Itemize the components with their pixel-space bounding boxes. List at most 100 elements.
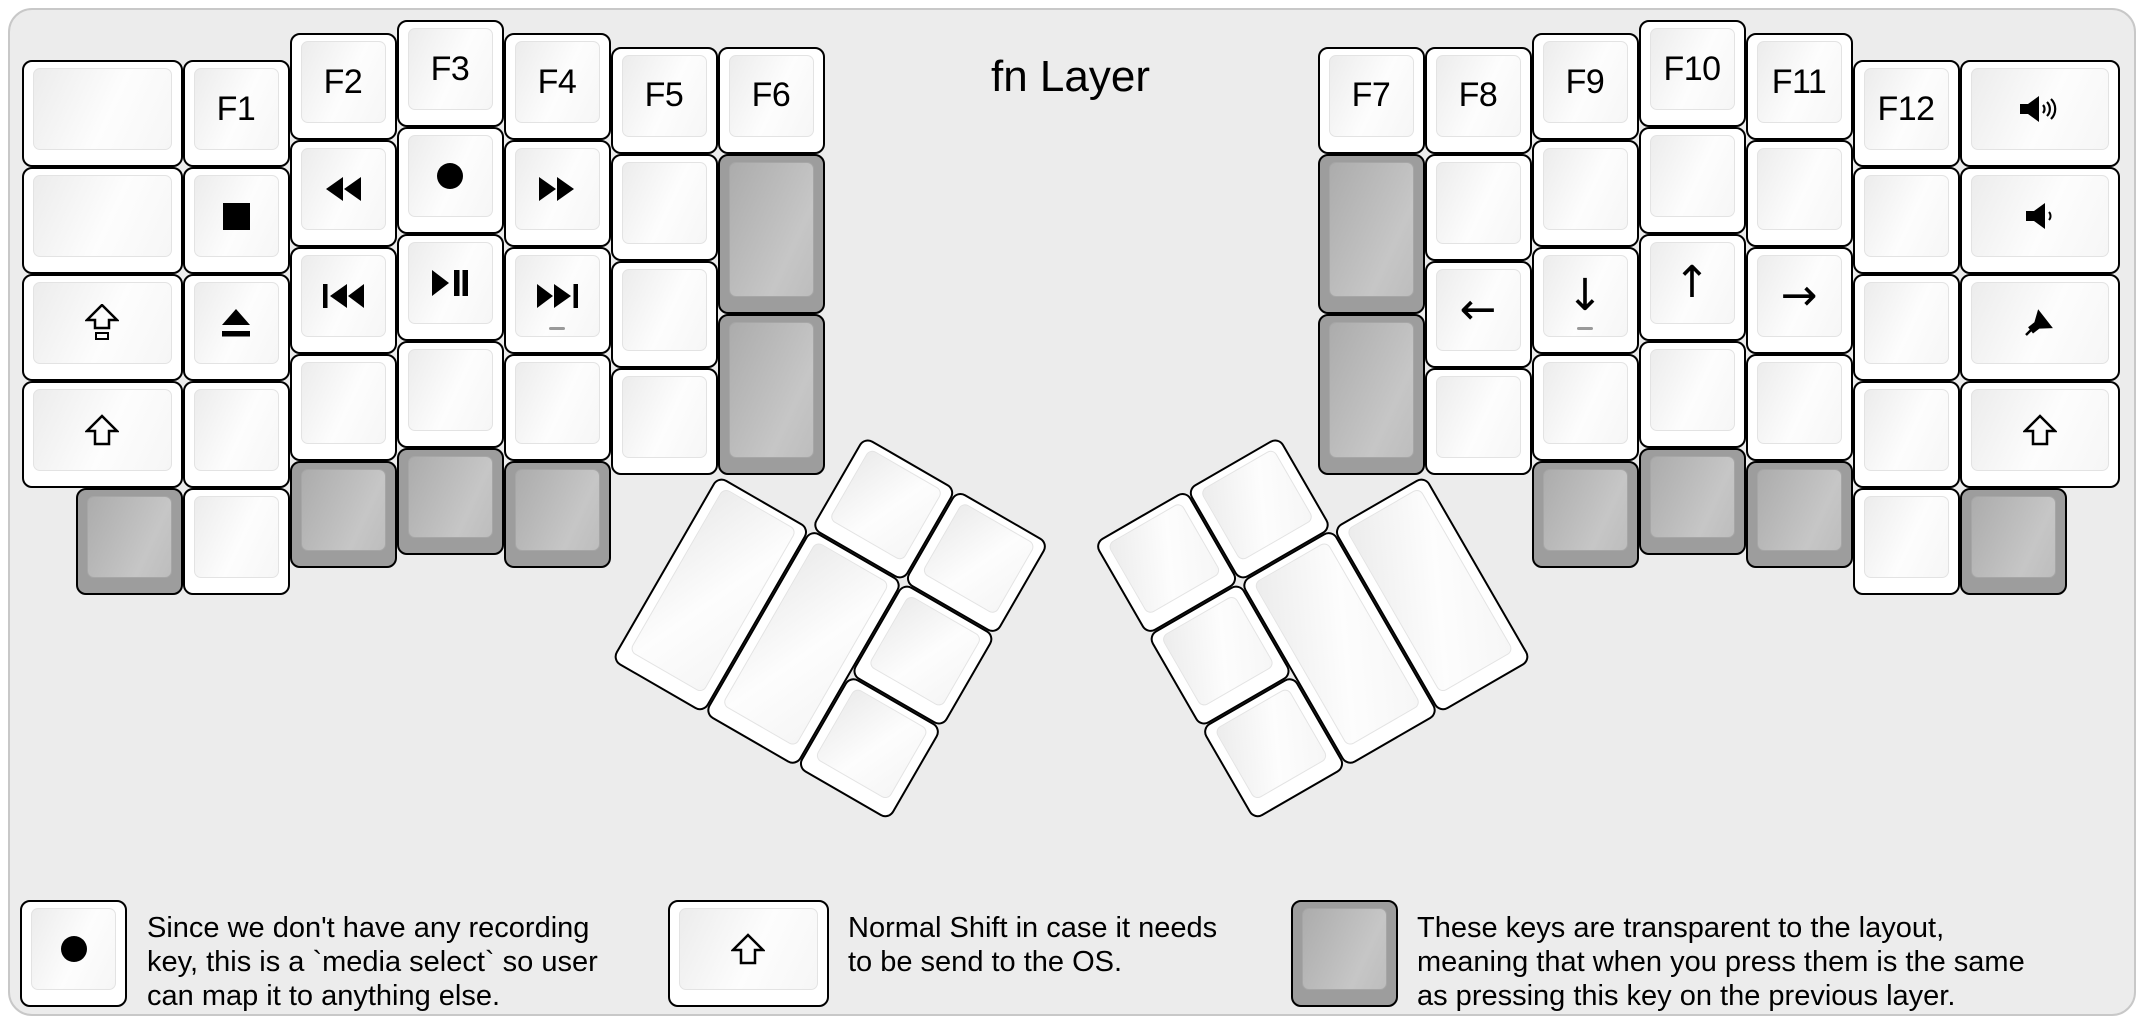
arrow-left-icon: ←: [1459, 283, 1497, 335]
transparent-key-top: [514, 469, 600, 552]
f9-key-top: F9: [1542, 41, 1628, 124]
transparent-key-top: [1649, 456, 1735, 538]
stop-icon: [222, 202, 250, 230]
blank-key: [1424, 153, 1532, 261]
transparent-key: [1745, 461, 1853, 569]
ff-icon: [538, 177, 576, 202]
f1-key-label: F1: [216, 89, 256, 128]
blank-key: [1531, 140, 1639, 248]
arrow-down-icon: ↓: [1566, 270, 1604, 322]
f10-key: F10: [1638, 20, 1746, 127]
f11-key-top: F11: [1756, 41, 1842, 124]
blank-key: [1852, 274, 1960, 382]
play-pause-key-top: [407, 242, 493, 324]
blank-key: [396, 341, 504, 448]
rewind-key: [289, 140, 397, 248]
f10-key-label: F10: [1663, 49, 1721, 88]
f7-key-top: F7: [1328, 54, 1414, 137]
rewind-icon: [324, 177, 362, 202]
blank-key-top: [1863, 175, 1949, 258]
eject-key: [182, 274, 290, 382]
transparent-key: [75, 488, 183, 596]
arrow-right-icon: →: [1780, 270, 1818, 322]
transparent-key: [396, 448, 504, 555]
layer-title: fn Layer: [991, 52, 1150, 101]
homing-bar: [1577, 327, 1593, 331]
f8-key-top: F8: [1435, 54, 1521, 137]
blank-key-top: [621, 268, 707, 351]
caps-icon: [84, 303, 121, 342]
voldown-icon: [2024, 201, 2056, 231]
blank-key-top: [33, 175, 172, 258]
caps-lock-key-top: [33, 282, 172, 365]
blank-key: [610, 367, 718, 475]
blank-key: [1424, 367, 1532, 475]
blank-key-top: [1542, 148, 1628, 231]
blank-key-top: [407, 349, 493, 431]
legend-text-transparent: These keys are transparent to the layout…: [1417, 912, 2025, 1012]
blank-key-top: [1542, 362, 1628, 445]
record-key-top: [407, 135, 493, 217]
playpause-icon: [432, 270, 468, 296]
volume-up-key-top: [1970, 68, 2109, 151]
volume-up-key: [1959, 60, 2120, 168]
transparent-key-top: [1756, 469, 1842, 552]
shift-icon: [2021, 414, 2058, 446]
arrow-up-key-top: ↑: [1649, 242, 1735, 324]
shift-key: [22, 381, 183, 489]
transparent-sample-key: [1291, 900, 1398, 1007]
transparent-key-top: [728, 322, 814, 458]
arrow-up-key: ↑: [1638, 234, 1746, 341]
shift-icon: [730, 933, 767, 965]
fast-forward-key-top: [514, 148, 600, 231]
next-track-key: [503, 247, 611, 355]
f3-key-top: F3: [407, 28, 493, 110]
volume-down-key-top: [1970, 175, 2109, 258]
f12-key: F12: [1852, 60, 1960, 168]
transparent-key: [289, 461, 397, 569]
blank-key-top: [1649, 135, 1735, 217]
blank-key: [1852, 381, 1960, 489]
f3-key: F3: [396, 20, 504, 127]
prev-icon: [322, 284, 364, 309]
f6-key: F6: [717, 46, 825, 154]
blank-key-top: [1649, 349, 1735, 431]
blank-key: [1852, 488, 1960, 596]
f4-key: F4: [503, 33, 611, 141]
transparent-key: [503, 461, 611, 569]
shift-key: [1959, 381, 2120, 489]
transparent-key: [1531, 461, 1639, 569]
blank-key: [1852, 167, 1960, 275]
transparent-key: [1317, 314, 1425, 475]
f7-key: F7: [1317, 46, 1425, 154]
blank-key-top: [33, 68, 172, 151]
blank-key-top: [1756, 148, 1842, 231]
transparent-key-top: [1328, 322, 1414, 458]
transparent-key-top: [1542, 469, 1628, 552]
fast-forward-key: [503, 140, 611, 248]
blank-key-top: [193, 496, 279, 579]
arrow-left-key-top: ←: [1435, 268, 1521, 351]
f5-key-label: F5: [644, 76, 684, 115]
transparent-key-top: [1328, 161, 1414, 298]
transparent-key-top: [1970, 496, 2056, 579]
blank-key-top: [1863, 389, 1949, 472]
record-sample-key-top: [31, 908, 116, 990]
transparent-key: [1638, 448, 1746, 555]
shift-sample-key: [668, 900, 829, 1007]
f1-key-top: F1: [193, 68, 279, 151]
shift-key-top: [33, 389, 172, 472]
blank-key: [289, 354, 397, 462]
f11-key: F11: [1745, 33, 1853, 141]
blank-key: [610, 260, 718, 368]
arrow-right-key: →: [1745, 247, 1853, 355]
transparent-key-top: [300, 469, 386, 552]
blank-key-top: [621, 161, 707, 244]
rewind-key-top: [300, 148, 386, 231]
eject-icon: [220, 309, 252, 337]
f5-key-top: F5: [621, 54, 707, 137]
f10-key-top: F10: [1649, 28, 1735, 110]
volup-icon: [2018, 94, 2062, 124]
f11-key-label: F11: [1771, 62, 1827, 101]
f1-key: F1: [182, 60, 290, 168]
